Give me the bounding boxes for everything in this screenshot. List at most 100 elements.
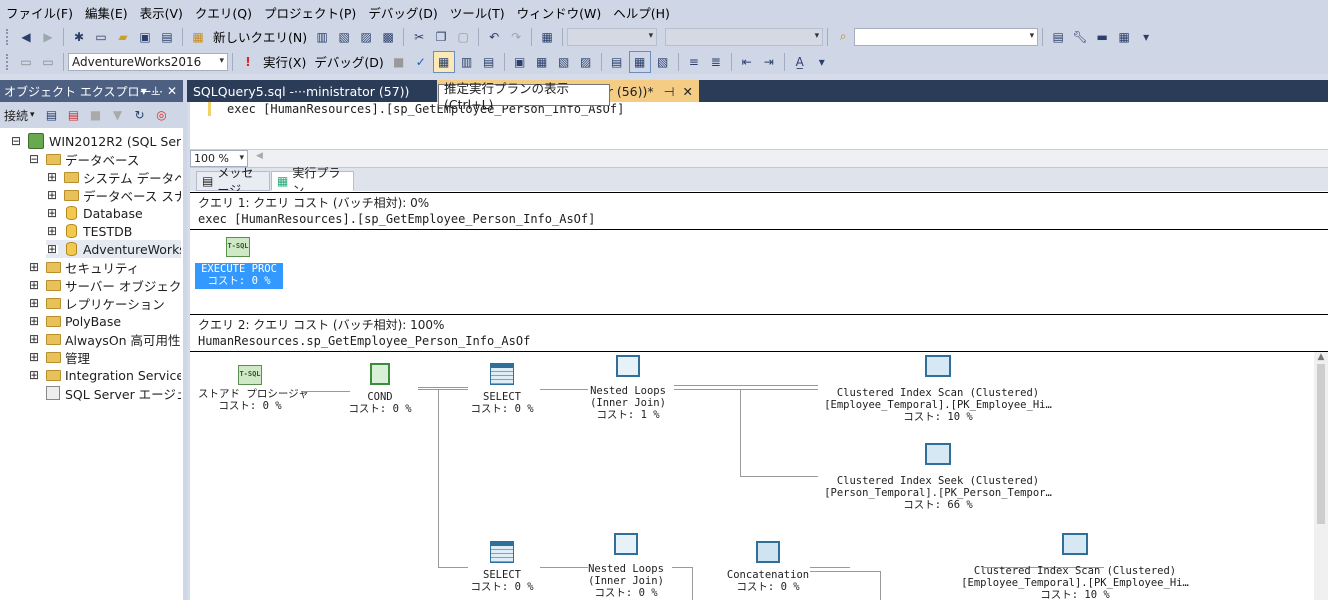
results-to-file-icon[interactable]: ▧ xyxy=(653,52,673,72)
query-options-icon[interactable]: ▤ xyxy=(479,52,499,72)
collapse-icon[interactable]: ⊟ xyxy=(10,137,22,146)
execute-proc-node[interactable]: EXECUTE PROC コスト: 0 % xyxy=(195,263,283,289)
mdx-query-icon[interactable]: ▧ xyxy=(334,27,354,47)
results-to-text-icon[interactable]: ▤ xyxy=(607,52,627,72)
filter-icon[interactable]: ▼ xyxy=(108,105,128,125)
menu-help[interactable]: ヘルプ(H) xyxy=(611,3,680,22)
tree-node-database[interactable]: ⊞Database xyxy=(46,204,143,222)
paste-icon[interactable]: ▢ xyxy=(453,27,473,47)
menu-window[interactable]: ウィンドウ(W) xyxy=(515,3,612,22)
tree-node-database-snapshots[interactable]: ⊞データベース スナップ xyxy=(46,186,181,204)
copy-icon[interactable]: ❐ xyxy=(431,27,451,47)
expand-icon[interactable]: ⊞ xyxy=(28,317,40,326)
refresh-icon[interactable]: ↻ xyxy=(130,105,150,125)
cond-node[interactable]: COND コスト: 0 % xyxy=(342,363,418,415)
concatenation-node[interactable]: Concatenation コスト: 0 % xyxy=(720,541,816,593)
tab-sqlquery5[interactable]: SQLQuery5.sql -···ministrator (57)) xyxy=(187,80,437,102)
expand-icon[interactable]: ⊞ xyxy=(28,299,40,308)
redo-icon[interactable]: ↷ xyxy=(506,27,526,47)
toolbar-grip[interactable] xyxy=(6,54,11,70)
tree-node-adventureworks[interactable]: ⊞AdventureWorks xyxy=(46,240,181,258)
undo-icon[interactable]: ↶ xyxy=(484,27,504,47)
expand-icon[interactable]: ⊞ xyxy=(46,245,58,254)
menu-project[interactable]: プロジェクト(P) xyxy=(262,3,366,22)
select-node-2[interactable]: SELECT コスト: 0 % xyxy=(462,541,542,593)
activity-monitor-icon[interactable]: ▦ xyxy=(537,27,557,47)
dmx-query-icon[interactable]: ▨ xyxy=(356,27,376,47)
activity-monitor-icon[interactable]: ◎ xyxy=(152,105,172,125)
menu-file[interactable]: ファイル(F) xyxy=(4,3,83,22)
disconnect-icon[interactable]: ▤ xyxy=(64,105,84,125)
tree-node-replication[interactable]: ⊞レプリケーション xyxy=(28,294,165,312)
clustered-index-seek-node[interactable]: Clustered Index Seek (Clustered) [Person… xyxy=(818,443,1058,511)
toolbar-options-icon[interactable]: ▾ xyxy=(812,52,832,72)
tree-node-server-objects[interactable]: ⊞サーバー オブジェクト xyxy=(28,276,181,294)
estimated-plan-icon[interactable]: ▦ xyxy=(433,51,455,73)
expand-icon[interactable]: ⊞ xyxy=(46,209,58,218)
expand-icon[interactable]: ⊞ xyxy=(28,353,40,362)
tree-node-alwayson[interactable]: ⊞AlwaysOn 高可用性 xyxy=(28,330,181,348)
menu-view[interactable]: 表示(V) xyxy=(138,3,193,22)
stop-icon[interactable]: ■ xyxy=(389,52,409,72)
menu-tools[interactable]: ツール(T) xyxy=(448,3,515,22)
comment-icon[interactable]: ≡ xyxy=(684,52,704,72)
stored-procedure-node[interactable]: T-SQL ストアド プロシージャ コスト: 0 % xyxy=(198,365,302,412)
query-editor[interactable]: exec [HumanResources].[sp_GetEmployee_Pe… xyxy=(190,102,1328,149)
expand-icon[interactable]: ⊞ xyxy=(46,173,58,182)
properties-icon[interactable]: ▤ xyxy=(1048,27,1068,47)
connect-icon[interactable]: ▭ xyxy=(16,52,36,72)
forward-icon[interactable]: ▶ xyxy=(38,27,58,47)
database-dropdown[interactable]: AdventureWorks2016▾ xyxy=(68,53,228,71)
increase-indent-icon[interactable]: ⇥ xyxy=(759,52,779,72)
client-stats-icon[interactable]: ▨ xyxy=(576,52,596,72)
toolbar-options-icon[interactable]: ▾ xyxy=(1136,27,1156,47)
scrollbar-thumb[interactable] xyxy=(1317,364,1325,524)
menu-edit[interactable]: 編集(E) xyxy=(83,3,138,22)
expand-icon[interactable]: ⊞ xyxy=(28,263,40,272)
expand-icon[interactable]: ⊞ xyxy=(28,371,40,380)
tree-node-security[interactable]: ⊞セキュリティ xyxy=(28,258,139,276)
pin-icon[interactable]: ⊣ xyxy=(664,84,675,99)
clustered-index-scan-node-2[interactable]: Clustered Index Scan (Clustered) [Employ… xyxy=(955,533,1195,600)
tree-node-system-databases[interactable]: ⊞システム データベース xyxy=(46,168,181,186)
include-actual-plan-icon[interactable]: ▦ xyxy=(532,52,552,72)
tab-messages[interactable]: ▤メッセージ xyxy=(196,171,270,191)
results-to-grid-icon[interactable]: ▦ xyxy=(629,51,651,73)
connect-button[interactable]: 接続 xyxy=(4,107,28,124)
menu-debug[interactable]: デバッグ(D) xyxy=(366,3,447,22)
expand-icon[interactable]: ⊞ xyxy=(46,227,58,236)
pin-icon[interactable]: ▾ ⊥ xyxy=(141,84,161,98)
collapse-icon[interactable]: ⊟ xyxy=(28,155,40,164)
plan-vertical-scrollbar[interactable]: ▲ xyxy=(1314,352,1328,600)
new-project-icon[interactable]: ✱ xyxy=(69,27,89,47)
cut-icon[interactable]: ✂ xyxy=(409,27,429,47)
xmla-query-icon[interactable]: ▩ xyxy=(378,27,398,47)
save-all-icon[interactable]: ▤ xyxy=(157,27,177,47)
nested-loops-node-1[interactable]: Nested Loops (Inner Join) コスト: 1 % xyxy=(582,355,674,421)
find-dropdown[interactable]: ▾ xyxy=(854,28,1038,46)
intellisense-icon[interactable]: ▣ xyxy=(510,52,530,72)
window-layout-icon[interactable]: ▦ xyxy=(1114,27,1134,47)
add-item-icon[interactable]: ▭ xyxy=(91,27,111,47)
open-file-icon[interactable]: ▰ xyxy=(113,27,133,47)
expand-icon[interactable]: ⊞ xyxy=(46,191,58,200)
nested-loops-node-2[interactable]: Nested Loops (Inner Join) コスト: 0 % xyxy=(580,533,672,599)
debug-button[interactable]: デバッグ(D) xyxy=(314,52,383,71)
toolbar-grip[interactable] xyxy=(6,29,11,45)
wrench-icon[interactable]: 🔧︎ xyxy=(1070,27,1090,47)
close-icon[interactable]: ✕ xyxy=(167,84,177,98)
decrease-indent-icon[interactable]: ⇤ xyxy=(737,52,757,72)
live-stats-icon[interactable]: ▧ xyxy=(554,52,574,72)
uncomment-icon[interactable]: ≣ xyxy=(706,52,726,72)
expand-icon[interactable]: ⊞ xyxy=(28,335,40,344)
execute-icon[interactable]: ! xyxy=(238,52,258,72)
find-icon[interactable]: ⌕ xyxy=(833,27,853,47)
connect-server-icon[interactable]: ▤ xyxy=(42,105,62,125)
tree-node-server[interactable]: ⊟WIN2012R2 (SQL Serve xyxy=(10,132,181,150)
tree-node-integration-services[interactable]: ⊞Integration Services xyxy=(28,366,181,384)
parse-icon[interactable]: ✓ xyxy=(411,52,431,72)
solution-platform-dropdown[interactable]: ▾ xyxy=(665,28,823,46)
connect-dropdown-icon[interactable]: ▾ xyxy=(30,110,35,120)
toolbox-icon[interactable]: ▬ xyxy=(1092,27,1112,47)
tree-node-management[interactable]: ⊞管理 xyxy=(28,348,90,366)
